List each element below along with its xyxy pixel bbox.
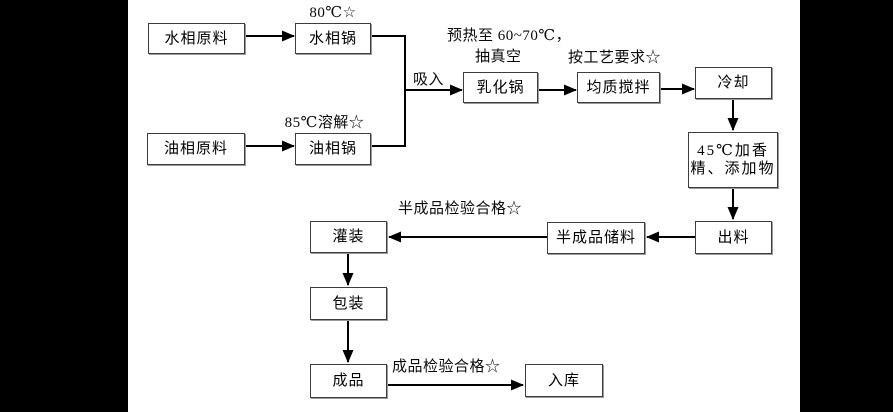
connector-pots-merge [371, 35, 406, 147]
annotation-product-check: 成品检验合格☆ [392, 359, 501, 375]
annotation-process-requirement: 按工艺要求☆ [568, 50, 662, 66]
annotation-vacuum: 抽真空 [475, 49, 522, 65]
node-additive-line2: 精、添加物 [690, 161, 776, 177]
node-warehouse: 入库 [525, 364, 603, 397]
node-semi-storage: 半成品储料 [547, 222, 645, 254]
node-oil-raw: 油相原料 [147, 133, 245, 165]
node-filling: 灌装 [310, 221, 387, 253]
node-additive-line1: 45℃加香 [697, 143, 769, 159]
node-homogenize: 均质搅拌 [577, 72, 660, 103]
node-additive: 45℃加香 精、添加物 [688, 132, 778, 188]
node-emulsify: 乳化锅 [463, 72, 538, 103]
node-water-raw: 水相原料 [148, 23, 245, 54]
flowchart-canvas: 水相原料 水相锅 油相原料 油相锅 乳化锅 均质搅拌 冷却 45℃加香 精、添加… [128, 0, 800, 412]
annotation-preheat: 预热至 60~70℃， [447, 28, 572, 44]
annotation-semi-product-check: 半成品检验合格☆ [398, 201, 523, 217]
node-output: 出料 [695, 221, 772, 254]
node-product: 成品 [310, 364, 387, 398]
node-cool: 冷却 [695, 67, 772, 99]
node-water-pot: 水相锅 [295, 23, 371, 54]
node-oil-pot: 油相锅 [295, 133, 371, 165]
annotation-suction: 吸入 [413, 72, 445, 88]
annotation-water-pot-temp: 80℃☆ [309, 5, 357, 21]
node-packing: 包装 [310, 287, 387, 320]
annotation-oil-pot-dissolve: 85℃溶解☆ [284, 115, 365, 131]
